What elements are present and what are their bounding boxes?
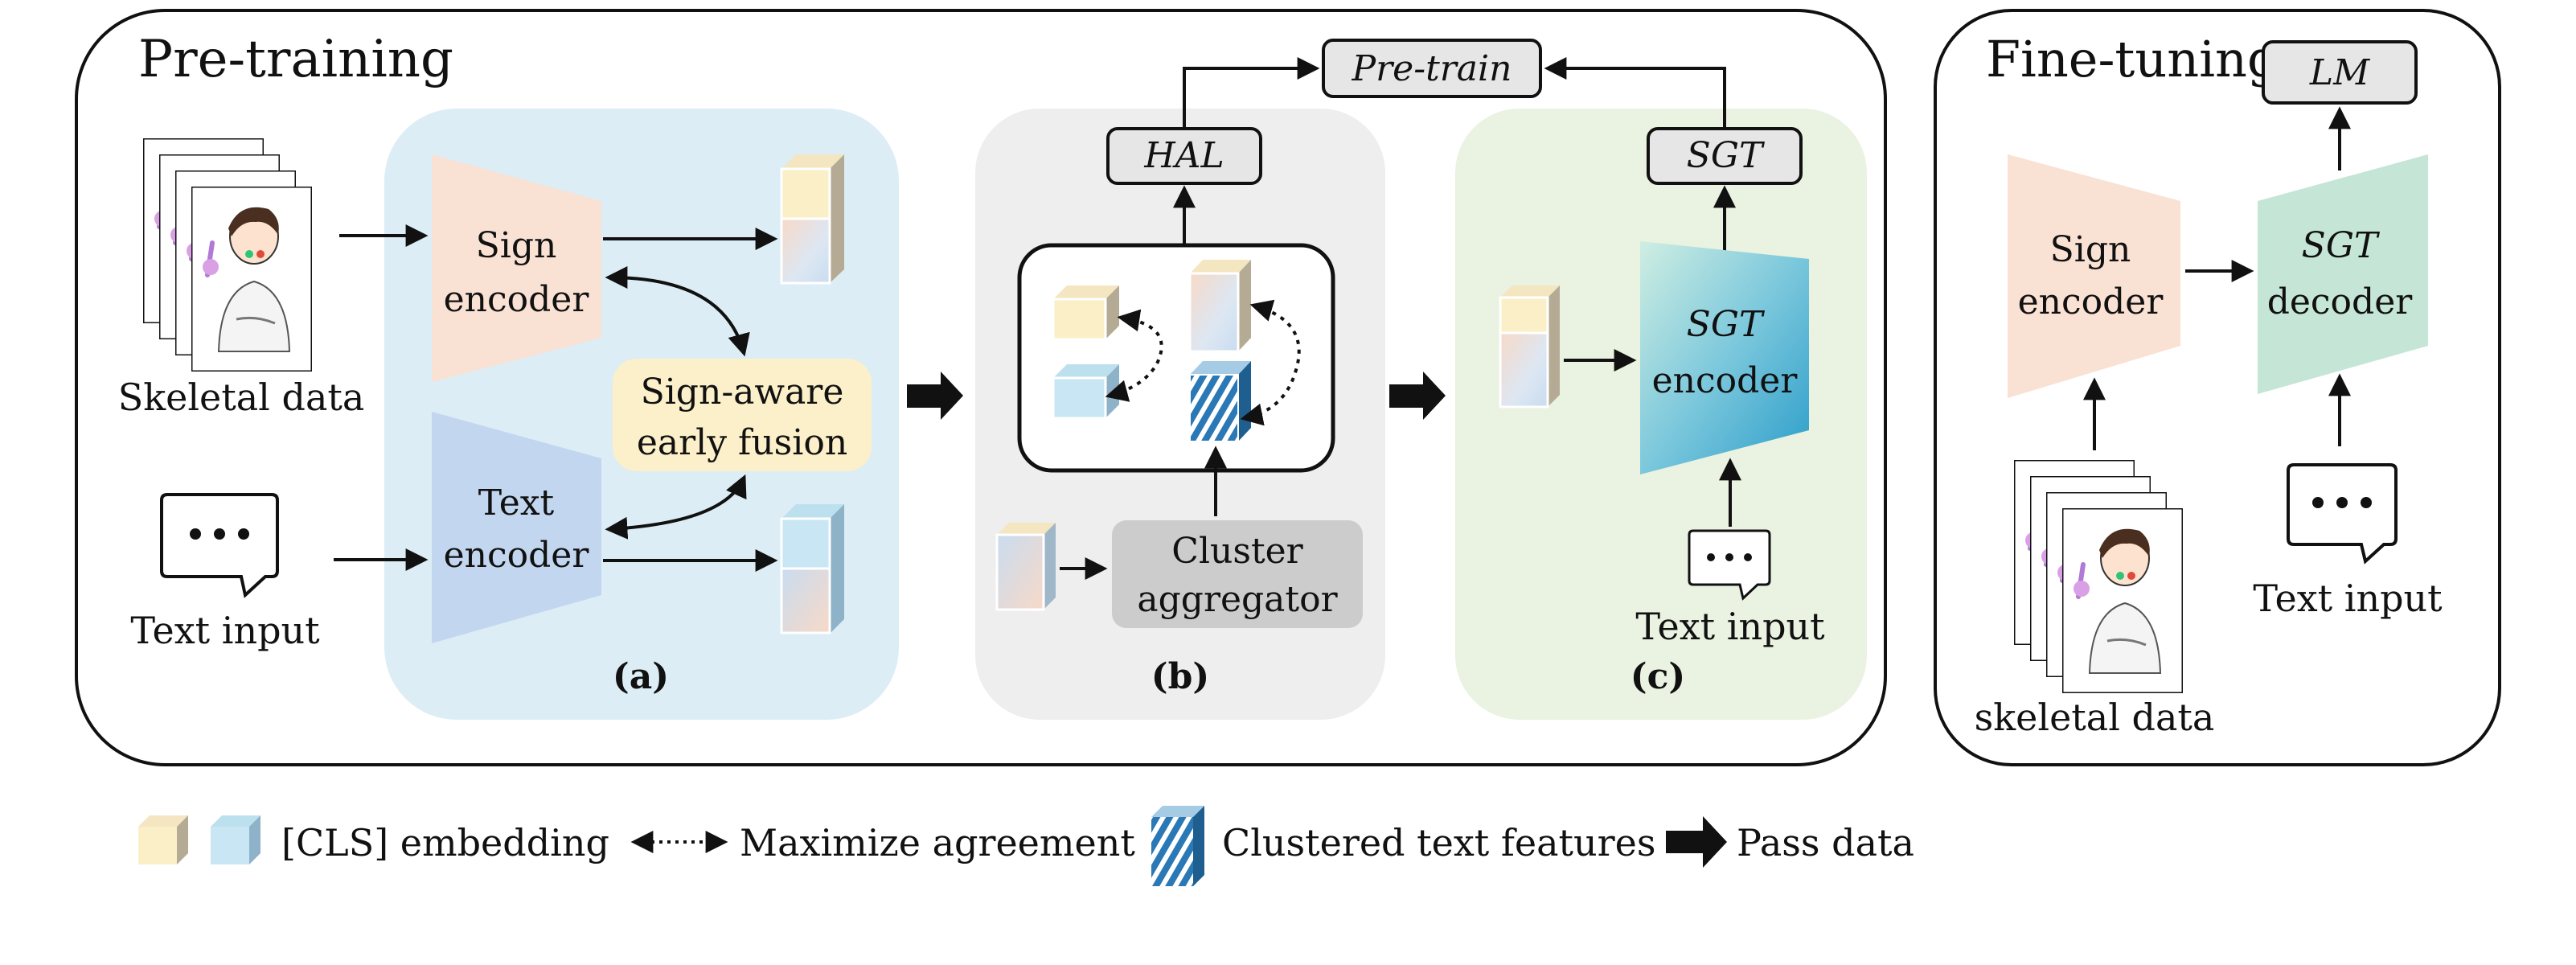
ft-text-input-bubble — [2287, 463, 2398, 565]
arrow-text-fusion — [605, 474, 747, 540]
arrow-hal-to-pretrain — [1183, 57, 1320, 127]
text-encoder — [432, 412, 601, 643]
cls-cube-b2 — [1052, 364, 1119, 420]
sgt-decoder-line1: SGT — [2302, 225, 2381, 266]
ft-skeletal-data-label: skeletal data — [1975, 696, 2215, 739]
pretraining-title: Pre-training — [138, 30, 453, 89]
ft-skeletal-data-stack — [2014, 460, 2183, 693]
arrow-sign-fusion — [605, 266, 750, 357]
finetuning-title: Fine-tuning — [1986, 30, 2279, 88]
legend-agree-text: Maximize agreement — [740, 821, 1135, 864]
sign-encoder-line1: Sign — [476, 225, 557, 266]
hal-box — [1106, 127, 1262, 185]
legend-clustered-text: Clustered text features — [1222, 821, 1656, 864]
sgt-box — [1647, 127, 1803, 185]
text-input-label-c: Text input — [1635, 605, 1825, 648]
sign-encoder-line2: encoder — [444, 279, 590, 320]
cls-cube-text — [780, 504, 844, 634]
text-encoder-line1: Text — [478, 482, 555, 524]
legend-pass-text: Pass data — [1737, 821, 1914, 864]
panel-a-label: (a) — [613, 656, 669, 697]
hal-label: HAL — [1143, 135, 1224, 176]
clustered-cube-b — [1189, 361, 1251, 442]
text-input-bubble-c — [1688, 529, 1771, 601]
sgt-encoder-line1: SGT — [1687, 304, 1766, 345]
cls-cube-sign — [780, 154, 844, 285]
cluster-aggregator-line2: aggregator — [1137, 579, 1338, 620]
skeletal-data-stack — [143, 138, 312, 372]
arrow-sgt-to-pretrain — [1544, 57, 1726, 127]
legend-clustered-cube — [1151, 806, 1204, 886]
fusion-line2: early fusion — [637, 422, 847, 463]
legend-cls-cube-blue — [211, 815, 260, 864]
fusion-box — [613, 359, 872, 471]
ft-sign-encoder-line1: Sign — [2050, 229, 2131, 270]
ft-sign-encoder — [2008, 154, 2180, 398]
sign-encoder — [432, 154, 601, 382]
cls-cube-b1 — [1052, 285, 1119, 341]
lm-box — [2262, 40, 2418, 105]
legend: [CLS] embedding Maximize agreement Clust… — [138, 806, 1914, 886]
fusion-line1: Sign-aware — [641, 372, 844, 413]
cls-cube-c — [1499, 285, 1560, 409]
text-input-bubble — [160, 493, 279, 598]
pass-arrow-ab — [907, 372, 963, 420]
cluster-aggregator-line1: Cluster — [1171, 531, 1303, 572]
ft-sign-encoder-line2: encoder — [2018, 281, 2164, 322]
pretrain-label: Pre-train — [1352, 48, 1512, 89]
agree-arrow-b1 — [1105, 309, 1163, 402]
ft-text-input-label: Text input — [2253, 577, 2443, 620]
agree-arrow-b2 — [1240, 299, 1301, 426]
pretrain-box — [1322, 39, 1542, 98]
legend-cls-text: [CLS] embedding — [281, 821, 609, 864]
sgt-encoder-line2: encoder — [1652, 360, 1799, 401]
sgt-decoder — [2258, 154, 2428, 394]
cls-cube-b3 — [1188, 260, 1251, 353]
legend-pass-arrow — [1666, 816, 1727, 868]
legend-cls-cube-yellow — [138, 815, 188, 864]
panel-c-label: (c) — [1631, 656, 1685, 697]
cls-cube-b-input — [995, 523, 1056, 611]
sgt-encoder — [1640, 241, 1809, 474]
sgt-label: SGT — [1687, 135, 1766, 176]
sgt-decoder-line2: decoder — [2267, 281, 2414, 322]
panel-b-label: (b) — [1151, 656, 1209, 697]
cluster-aggregator — [1112, 520, 1363, 628]
lm-label: LM — [2309, 52, 2370, 93]
cluster-group — [1017, 243, 1335, 473]
text-encoder-line2: encoder — [444, 535, 590, 576]
pass-arrow-bc — [1389, 372, 1446, 420]
text-input-label: Text input — [130, 609, 320, 652]
skeletal-data-label: Skeletal data — [118, 376, 365, 419]
